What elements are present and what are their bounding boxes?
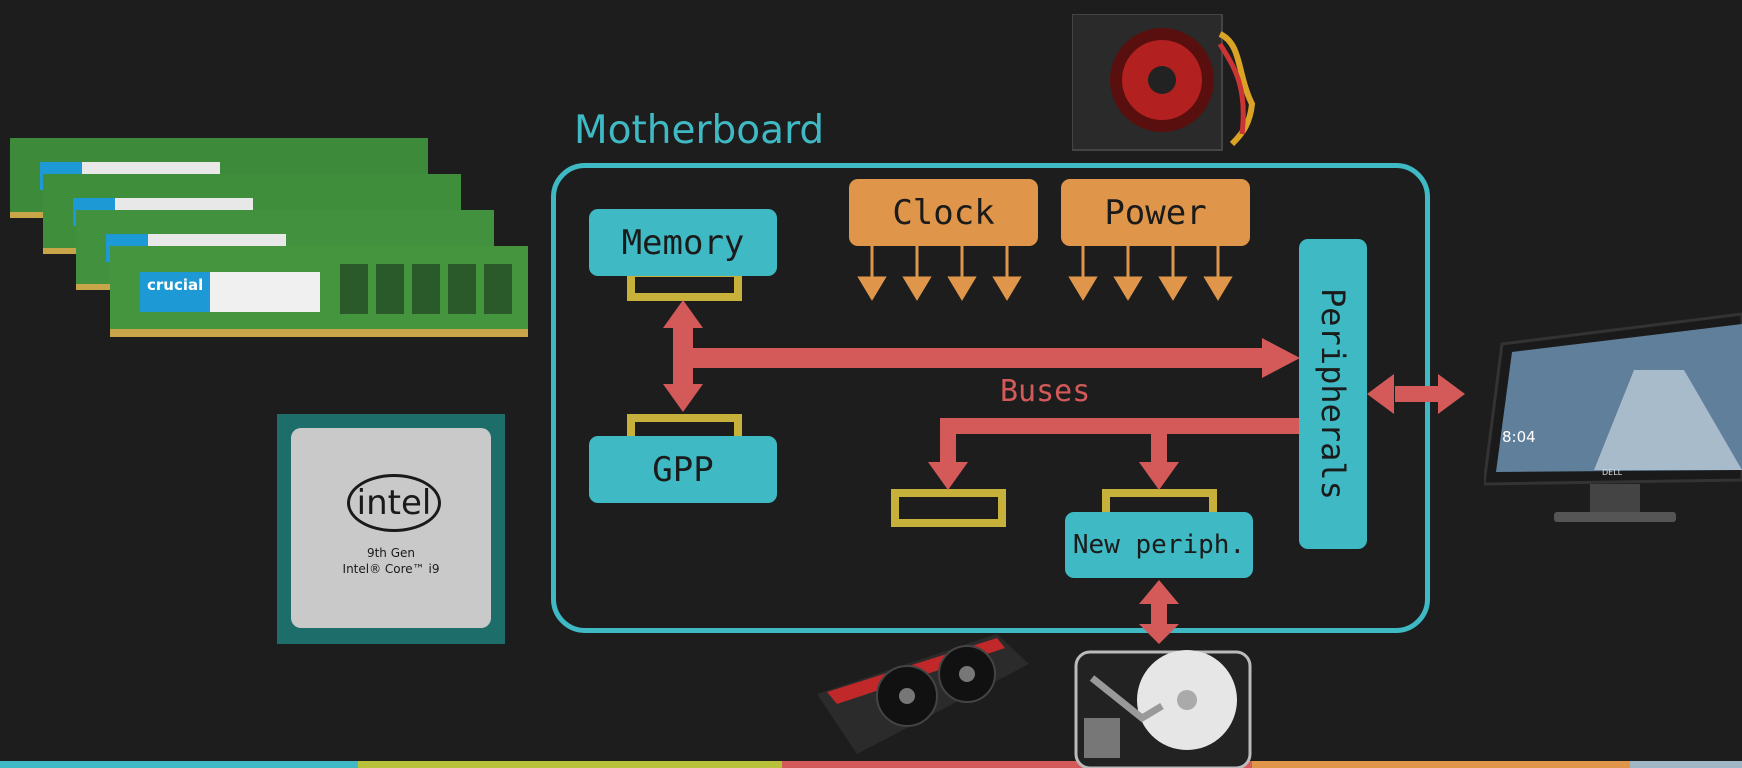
memory-box: Memory bbox=[589, 209, 777, 276]
graphics-card-image bbox=[817, 634, 1029, 761]
power-box: Power bbox=[1061, 179, 1250, 246]
hard-disk-image bbox=[1072, 648, 1254, 768]
peripherals-box: Peripherals bbox=[1299, 239, 1367, 549]
buses-label: Buses bbox=[1000, 374, 1091, 409]
peripherals-label: Peripherals bbox=[1314, 288, 1352, 500]
ram-sticks-image: crucial bbox=[10, 136, 530, 346]
clock-label: Clock bbox=[892, 192, 995, 233]
power-label: Power bbox=[1104, 192, 1207, 233]
new-periph-box: New periph. bbox=[1065, 512, 1253, 578]
empty-slot bbox=[891, 489, 1006, 527]
monitor-image: 8:04 DELL bbox=[1484, 310, 1742, 525]
cpu-brand: intel bbox=[356, 483, 432, 523]
cpu-line1: 9th Gen bbox=[366, 546, 416, 560]
cpu-line2: Intel® Core™ i9 bbox=[342, 562, 440, 576]
gpp-box: GPP bbox=[589, 436, 777, 503]
ram-stick bbox=[110, 246, 528, 337]
monitor-brand: DELL bbox=[1602, 468, 1623, 477]
motherboard-title: Motherboard bbox=[574, 108, 825, 153]
clock-box: Clock bbox=[849, 179, 1038, 246]
memory-socket bbox=[627, 269, 742, 301]
gpp-label: GPP bbox=[652, 449, 714, 490]
new-periph-label: New periph. bbox=[1072, 530, 1246, 560]
cpu-image: intel 9th Gen Intel® Core™ i9 bbox=[277, 414, 505, 644]
monitor-time: 8:04 bbox=[1502, 428, 1536, 446]
power-supply-image bbox=[1072, 14, 1260, 154]
ram-brand: crucial bbox=[147, 276, 204, 294]
memory-label: Memory bbox=[621, 222, 745, 263]
